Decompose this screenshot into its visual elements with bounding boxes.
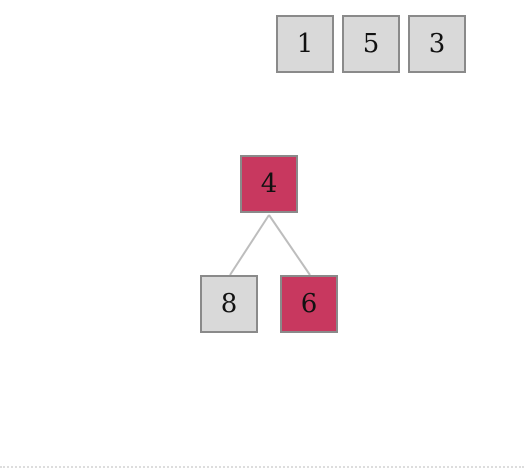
tree-node-left-value: 8: [220, 289, 238, 319]
tree-node-right: 6: [280, 275, 338, 333]
queue-item-3: 3: [408, 15, 466, 73]
queue-item-3-value: 3: [428, 29, 446, 59]
tree-node-left: 8: [200, 275, 258, 333]
tree-node-root: 4: [240, 155, 298, 213]
tree-node-root-value: 4: [260, 169, 278, 199]
edge-root-left: [229, 214, 270, 276]
tree-node-right-value: 6: [300, 289, 318, 319]
queue-item-1: 1: [276, 15, 334, 73]
bottom-divider: [0, 466, 524, 468]
queue-item-2: 5: [342, 15, 400, 73]
edge-root-right: [268, 214, 311, 276]
queue-item-2-value: 5: [362, 29, 380, 59]
queue-item-1-value: 1: [296, 29, 314, 59]
